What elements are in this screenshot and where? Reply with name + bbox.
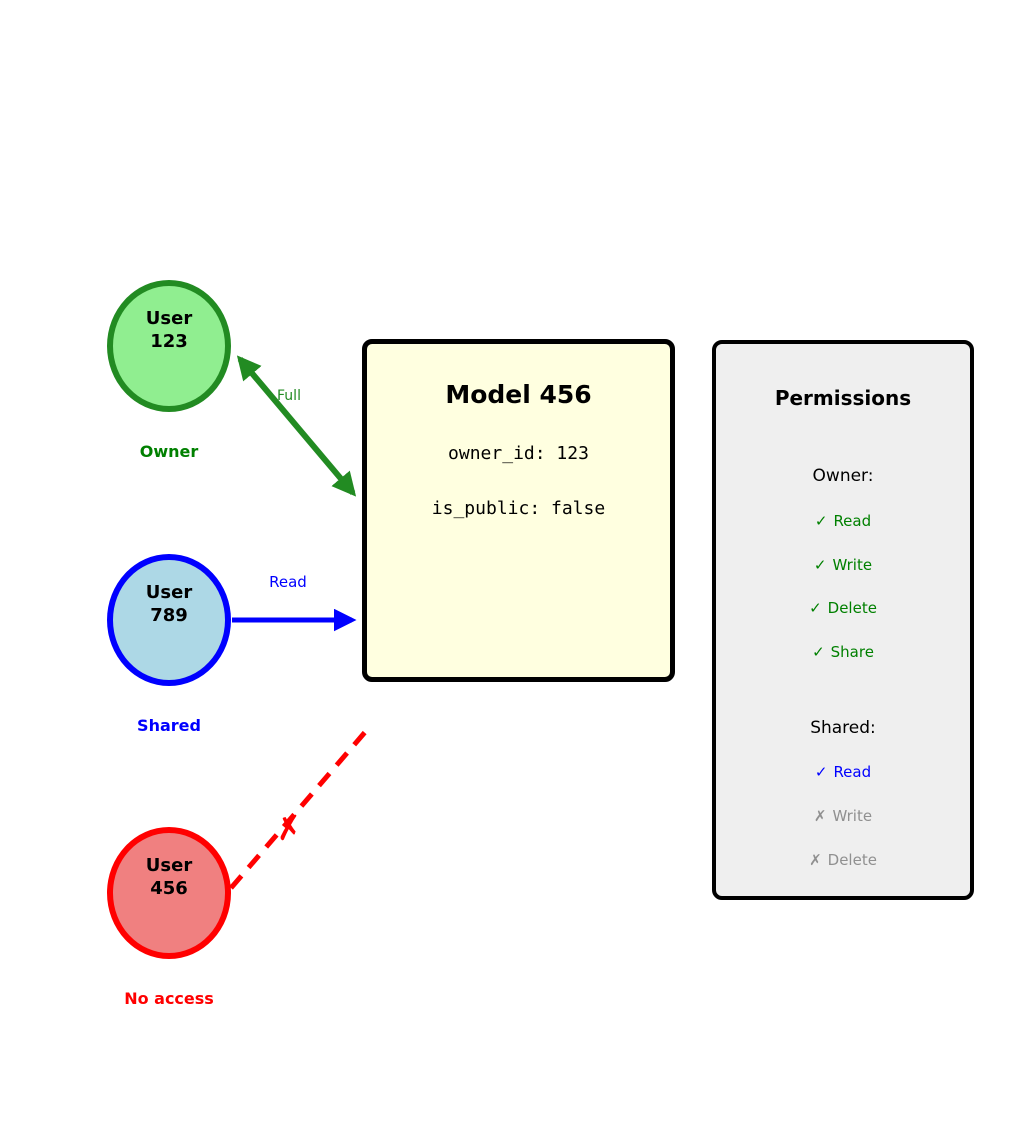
check-icon: ✓ <box>814 512 828 530</box>
no-access-role-label: No access <box>124 989 214 1008</box>
check-icon: ✓ <box>812 643 825 661</box>
permission-label: Read <box>833 512 872 530</box>
check-icon: ✓ <box>809 599 822 617</box>
permission-label: Share <box>830 643 874 661</box>
check-icon: ✓ <box>814 763 828 781</box>
x-icon: ✗ <box>809 851 822 869</box>
shared-role-label: Shared <box>137 716 201 735</box>
owner-permissions-heading: Owner: <box>812 466 874 486</box>
model-is-public-field: is_public: false <box>431 498 606 519</box>
permission-item-owner-write: ✓ Write <box>716 554 970 576</box>
user-123-label: User 123 <box>145 308 193 352</box>
model-owner-id-field: owner_id: 123 <box>448 443 589 464</box>
user-456-label: User 456 <box>145 855 193 899</box>
permission-item-owner-delete: ✓ Delete <box>716 597 970 619</box>
permission-label: Write <box>832 807 873 825</box>
permission-label: Read <box>833 763 872 781</box>
user-789-label: User 789 <box>145 582 193 626</box>
permission-label: Delete <box>827 599 877 617</box>
permissions-title: Permissions <box>774 386 912 410</box>
permission-item-shared-read: ✓ Read <box>716 761 970 783</box>
denied-x-icon: ✗ <box>273 807 305 848</box>
permission-item-owner-read: ✓ Read <box>716 510 970 532</box>
permission-label: Delete <box>827 851 877 869</box>
model-title: Model 456 <box>445 380 592 409</box>
permission-item-owner-share: ✓ Share <box>716 641 970 663</box>
check-icon: ✓ <box>813 556 827 574</box>
permission-item-shared-write: ✗ Write <box>716 805 970 827</box>
x-icon: ✗ <box>813 807 827 825</box>
full-arrow-label: Full <box>277 388 301 404</box>
no-access-dashed-line <box>229 729 368 890</box>
owner-role-label: Owner <box>139 442 199 461</box>
permission-item-shared-delete: ✗ Delete <box>716 849 970 871</box>
full-access-arrow <box>236 355 357 497</box>
user-789-node: User 789 <box>107 554 231 686</box>
model-box: Model 456 owner_id: 123 is_public: false <box>362 339 675 682</box>
user-456-node: User 456 <box>107 827 231 959</box>
user-123-node: User 123 <box>107 280 231 412</box>
shared-permissions-heading: Shared: <box>810 718 876 738</box>
permission-label: Write <box>832 556 873 574</box>
permissions-panel: Permissions Owner: ✓Read ✓Write ✓Delete … <box>712 340 974 900</box>
read-arrow-label: Read <box>269 573 307 591</box>
